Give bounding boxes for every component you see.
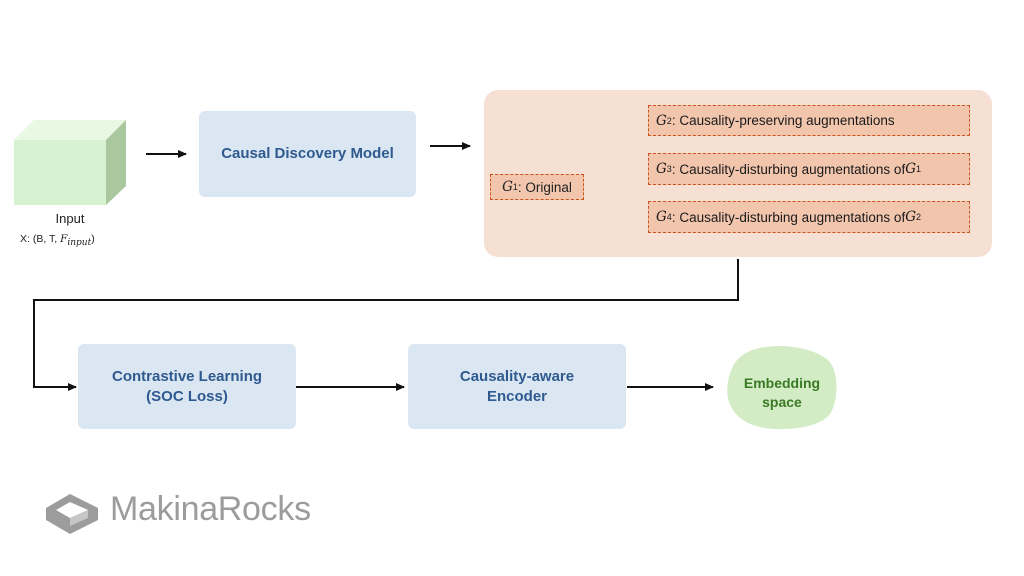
encoder-label-line2: Encoder: [486, 387, 547, 405]
embedding-space-label: Embedding space: [743, 375, 821, 410]
makinarocks-logo-icon: [46, 494, 98, 534]
arrow-augment-to-contrastive: [33, 259, 739, 391]
embedding-space-blob: [727, 346, 837, 430]
input-shape-label: X: (B, T, Finput): [20, 233, 95, 249]
causality-aware-encoder-box: Causality-aware Encoder: [408, 344, 626, 429]
encoder-label-line1: Causality-aware: [459, 367, 575, 385]
input-cube: [14, 120, 126, 205]
soc-loss-label: (SOC Loss): [146, 387, 228, 405]
causal-discovery-model-box: Causal Discovery Model: [199, 111, 416, 197]
contrastive-learning-box: Contrastive Learning (SOC Loss): [78, 344, 296, 429]
causal-discovery-model-label: Causal Discovery Model: [221, 145, 394, 162]
contrastive-learning-label: Contrastive Learning: [111, 367, 263, 385]
makinarocks-logo-text: MakinaRocks: [110, 490, 311, 528]
input-label: Input: [55, 211, 85, 226]
